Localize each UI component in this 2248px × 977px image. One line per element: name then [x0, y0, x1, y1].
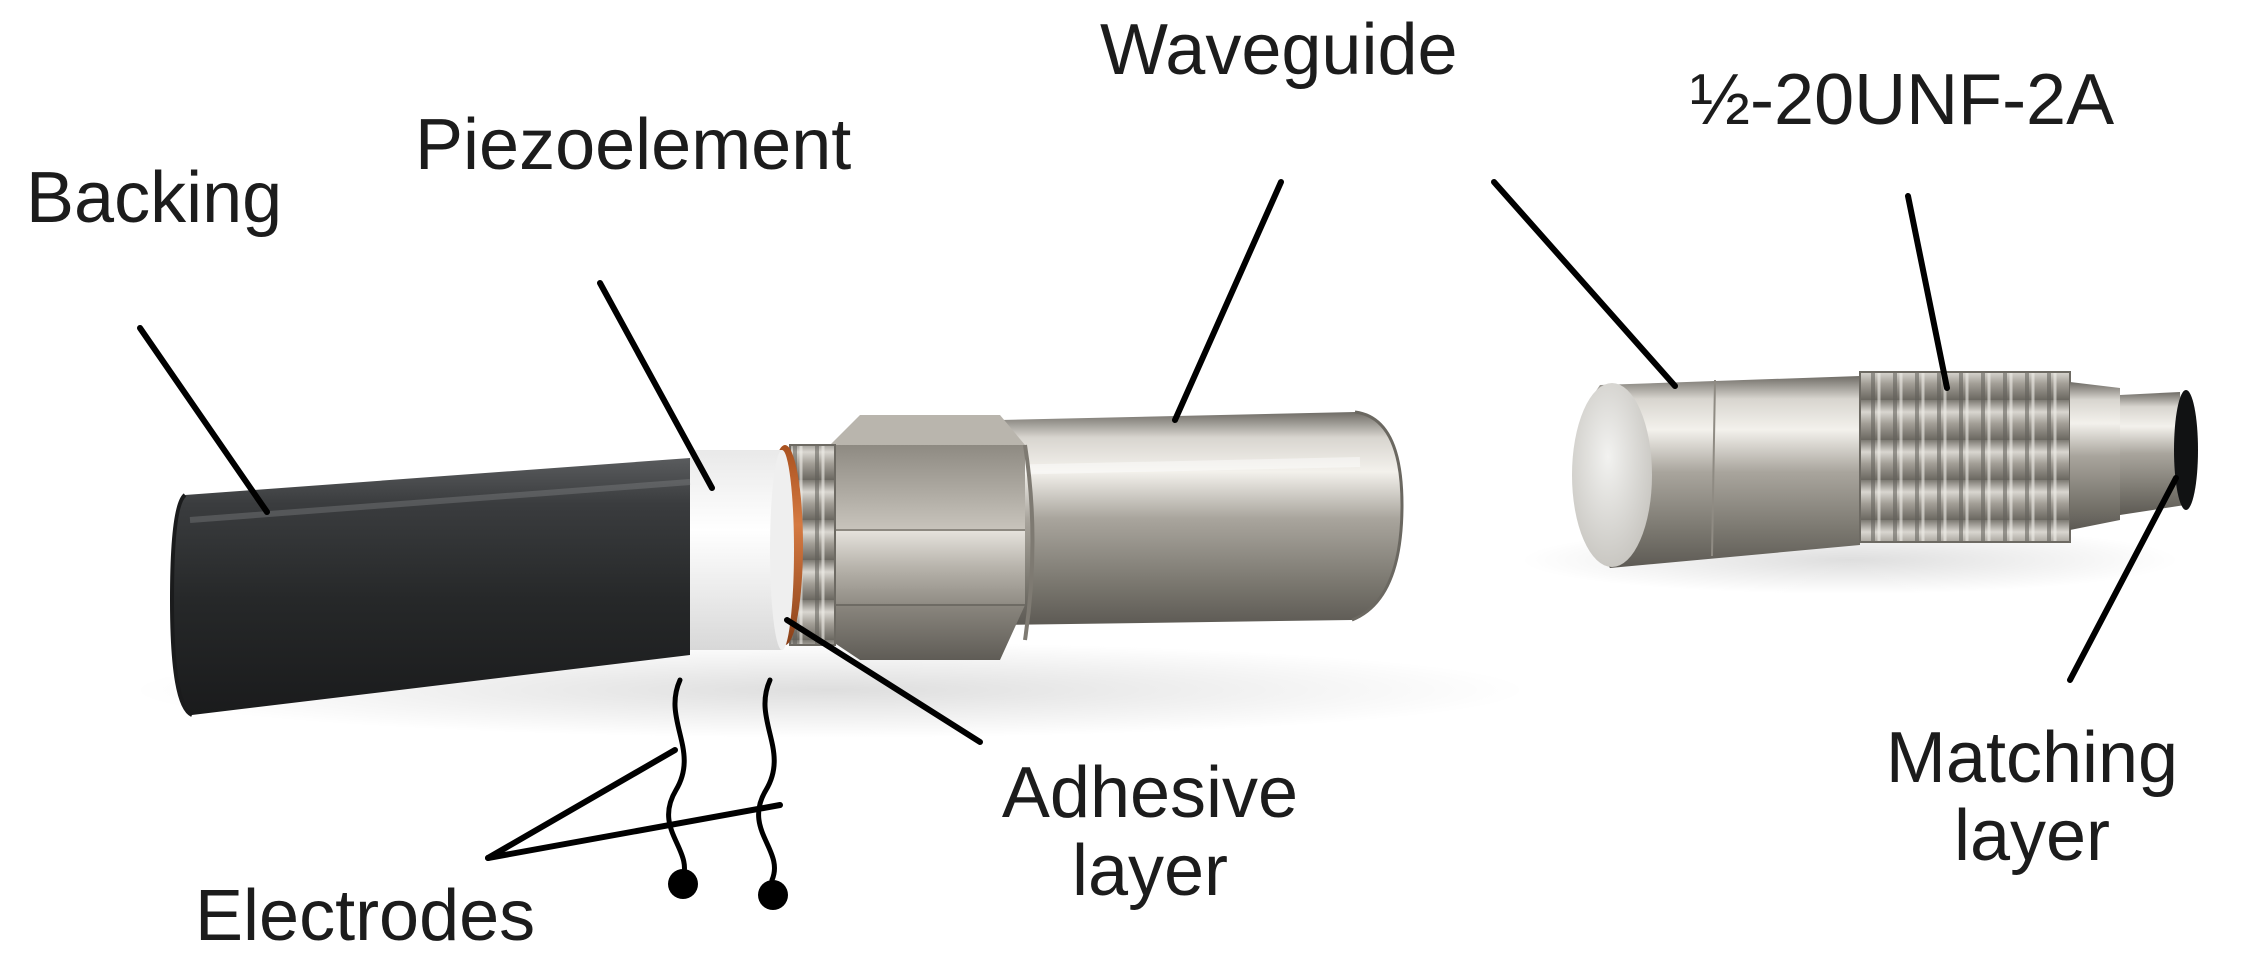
label-adhesive-line1: Adhesive	[1001, 753, 1299, 833]
label-electrodes: Electrodes	[195, 876, 536, 956]
right-tip-face	[1572, 383, 1652, 567]
leader-waveguide	[1172, 179, 1284, 423]
right-thread	[1859, 371, 2071, 543]
right-shank	[2070, 382, 2198, 530]
label-matching-line1: Matching	[1885, 718, 2179, 798]
electrode-terminal-2	[758, 880, 788, 910]
label-waveguide: Waveguide	[1100, 10, 1458, 90]
electrode-terminal-1	[668, 869, 698, 899]
leader-electrodes-1	[485, 747, 678, 861]
label-matching-layer: Matching layer	[1862, 718, 2202, 876]
leader-backing	[137, 325, 270, 515]
label-adhesive-layer: Adhesive layer	[985, 753, 1315, 911]
label-backing: Backing	[26, 158, 283, 238]
right-tip-body	[1572, 376, 1860, 568]
leader-electrodes-2	[485, 802, 783, 861]
label-matching-line2: layer	[1953, 795, 2111, 876]
leader-waveguide-tip	[1491, 179, 1678, 389]
label-adhesive-line2: layer	[1071, 830, 1229, 911]
piezoelement	[690, 450, 794, 650]
hex-nut	[830, 415, 1035, 660]
backing-cylinder	[169, 458, 691, 717]
electrode-wires	[666, 677, 777, 883]
label-thread-spec: ½-20UNF-2A	[1690, 60, 2115, 140]
label-piezoelement: Piezoelement	[415, 105, 852, 185]
matching-layer-disc	[2174, 390, 2198, 510]
leader-thread	[1905, 193, 1950, 391]
leader-adhesive	[784, 617, 983, 745]
leader-matching	[2067, 475, 2179, 683]
waveguide-body	[999, 410, 1404, 625]
leader-piezoelement	[597, 280, 715, 491]
